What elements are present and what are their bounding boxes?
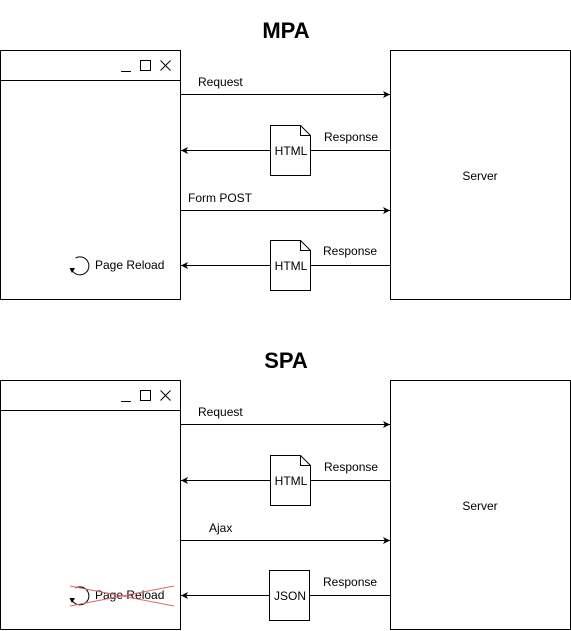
spa-doc-label-2: JSON — [274, 589, 306, 603]
spa-server: Server — [390, 380, 571, 630]
close-icon[interactable] — [160, 390, 171, 401]
maximize-icon[interactable] — [140, 390, 151, 401]
spa-response-label-1: Response — [324, 460, 378, 474]
spa-ajax-label: Ajax — [209, 521, 232, 535]
mpa-doc-label-2: HTML — [275, 259, 308, 273]
mpa-response-label-2: Response — [323, 244, 377, 258]
mpa-page-reload-label: Page Reload — [95, 258, 164, 272]
spa-json-box: JSON — [269, 570, 310, 621]
mpa-request-label: Request — [198, 75, 243, 89]
spa-browser-window: Page Reload — [0, 380, 181, 630]
spa-request-label: Request — [198, 405, 243, 419]
mpa-doc-label-1: HTML — [275, 144, 308, 158]
page-reload-cross-out — [69, 585, 175, 607]
spa-doc-label-1: HTML — [275, 474, 308, 488]
spa-title: SPA — [264, 348, 308, 373]
mpa-server-label: Server — [462, 169, 497, 183]
spa-server-label: Server — [462, 499, 497, 513]
mpa-form-post-label: Form POST — [188, 191, 253, 205]
mpa-response-label-1: Response — [324, 130, 378, 144]
reload-icon — [69, 586, 90, 606]
close-icon[interactable] — [160, 60, 171, 71]
mpa-server: Server — [390, 50, 571, 300]
mpa-title: MPA — [262, 18, 309, 43]
reload-icon — [69, 256, 90, 276]
spa-html-document: HTML — [270, 455, 311, 506]
mpa-browser-window: Page Reload — [0, 50, 181, 300]
mpa-html-document-2: HTML — [270, 240, 311, 291]
spa-response-label-2: Response — [323, 575, 377, 589]
maximize-icon[interactable] — [140, 60, 151, 71]
mpa-html-document-1: HTML — [270, 125, 311, 176]
